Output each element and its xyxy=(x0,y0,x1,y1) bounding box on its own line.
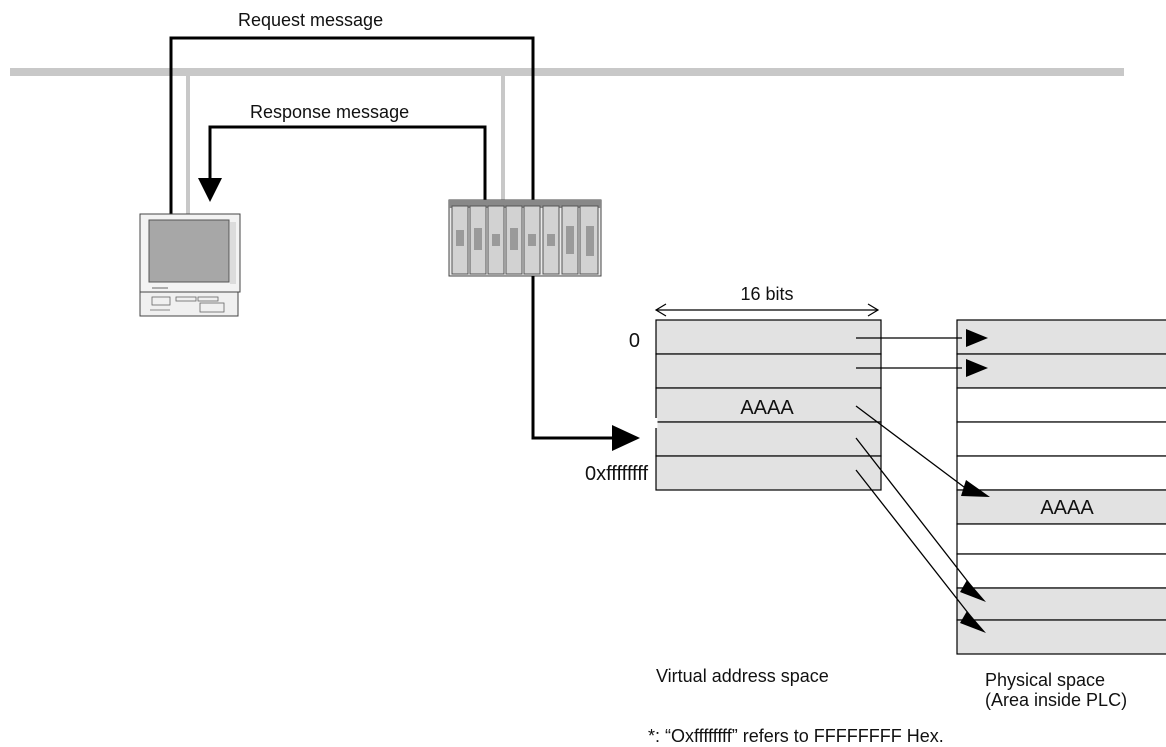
mapping-arrowheads xyxy=(960,329,990,633)
physical-cell xyxy=(956,353,1166,389)
physical-cell xyxy=(956,489,1166,525)
virtual-space-caption: Virtual address space xyxy=(656,666,829,686)
virtual-cell xyxy=(655,455,882,491)
physical-cell xyxy=(956,587,1166,621)
mapping-arrow xyxy=(855,469,973,619)
response-message-label: Response message xyxy=(250,102,409,122)
request-message-label: Request message xyxy=(238,10,383,30)
response-message-path xyxy=(208,125,487,200)
plc-network-drop xyxy=(501,76,505,200)
physical-cell xyxy=(956,523,1166,555)
width-label: 16 bits xyxy=(740,284,793,304)
request-message-path xyxy=(169,36,535,214)
physical-word-value: AAAA xyxy=(1040,497,1094,519)
plc-rack-icon xyxy=(448,199,602,277)
physical-space xyxy=(956,319,1166,655)
physical-space-caption-line1: Physical space xyxy=(985,670,1105,690)
plc-to-address-space-path xyxy=(531,276,615,440)
address-end-label: 0xffffffff xyxy=(585,463,648,485)
mapping-arrows xyxy=(855,337,973,619)
virtual-word-value: AAAA xyxy=(740,397,794,419)
physical-cell xyxy=(956,553,1166,589)
address-space-arrowhead xyxy=(612,425,640,451)
computer-network-drop xyxy=(186,76,190,214)
virtual-cell xyxy=(655,319,882,355)
mapping-arrow xyxy=(855,405,969,491)
physical-cell xyxy=(956,319,1166,355)
response-arrowhead xyxy=(198,178,222,202)
physical-cell xyxy=(956,455,1166,491)
virtual-cell xyxy=(655,387,882,423)
physical-space-caption-line2: (Area inside PLC) xyxy=(985,690,1127,710)
physical-cell xyxy=(956,619,1166,655)
footnote: *: “Oxffffffff” refers to FFFFFFFF Hex. xyxy=(648,726,944,746)
virtual-address-space xyxy=(654,319,882,491)
virtual-cell xyxy=(655,353,882,389)
physical-cell xyxy=(956,387,1166,423)
physical-cell xyxy=(956,421,1166,457)
desktop-computer-icon xyxy=(139,213,241,317)
mapping-arrow xyxy=(855,437,973,588)
network-bus xyxy=(10,68,1124,76)
address-start-label: 0 xyxy=(629,330,640,352)
virtual-cell xyxy=(655,421,882,457)
